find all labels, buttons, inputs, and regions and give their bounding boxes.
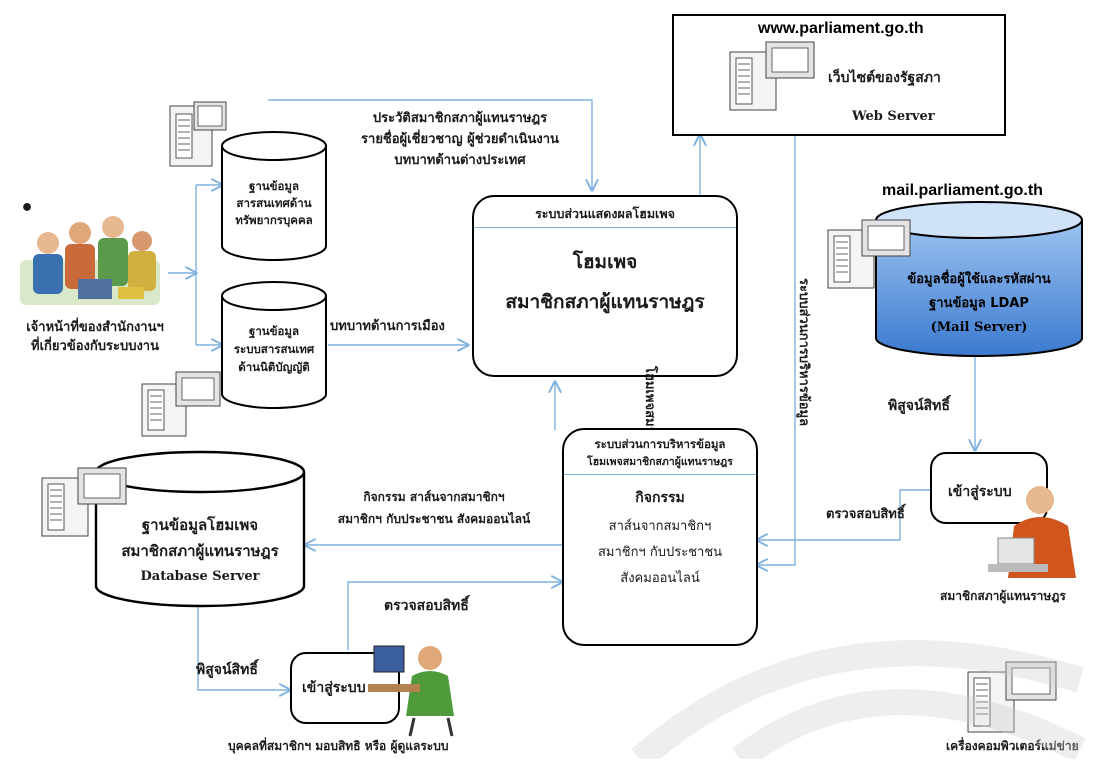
homepage-info-line1: ประวัติสมาชิกสภาผู้แทนราษฎร [372, 111, 548, 126]
politics-role-text: บทบาทด้านการเมือง [330, 319, 445, 334]
auth-right-label: พิสูจน์สิทธิ์ [888, 398, 950, 414]
homepage-info-line2: รายชื่อผู้เชี่ยวชาญ ผู้ช่วยดำเนินงาน [361, 132, 559, 147]
homepage-database-line2: สมาชิกสภาผู้แทนราษฎร [121, 542, 279, 560]
homepage-box-title: โฮมเพจ สมาชิกสภาผู้แทนราษฎร [474, 247, 736, 317]
server-legend-label: เครื่องคอมพิวเตอร์แม่ข่าย [946, 739, 1079, 753]
homepage-database-cylinder [94, 450, 306, 614]
admin-management-box: ระบบส่วนการบริหารข้อมูล โฮมเพจสมาชิกสภาผ… [562, 428, 758, 646]
server-computer-icon [40, 466, 132, 544]
vertical-label-admin: ระบบส่วนการบริหารข้อมูล [796, 278, 811, 427]
login-right-box [930, 452, 1048, 524]
staff-label: เจ้าหน้าที่ของสำนักงานฯ ที่เกี่ยวข้องกับ… [5, 318, 185, 356]
web-server-box [672, 14, 1006, 136]
admin-box-item2: สาส์นจากสมาชิกฯ [608, 519, 712, 534]
verify-left-label: ตรวจสอบสิทธิ์ [384, 598, 469, 614]
staff-bullet: • [20, 196, 35, 221]
ldap-line1: ข้อมูลชื่อผู้ใช้และรหัสผ่าน [907, 272, 1051, 287]
member-figure-illustration [980, 478, 1090, 592]
activity-line2: สมาชิกฯ กับประชาชน สังคมออนไลน์ [337, 512, 531, 526]
admin-box-item3: สมาชิกฯ กับประชาชน [597, 545, 723, 560]
admin-box-item1: กิจกรรม [635, 490, 685, 506]
homepage-display-box: ระบบส่วนแสดงผลโฮมเพจ โฮมเพจ สมาชิกสภาผู้… [472, 195, 738, 377]
database-legislative-line1: ฐานข้อมูล [248, 324, 300, 338]
database-legislative-line3: ด้านนิติบัญญัติ [238, 360, 310, 374]
auth-left-label: พิสูจน์สิทธิ์ [196, 662, 258, 678]
mail-server-url: mail.parliament.go.th [882, 182, 1043, 199]
homepage-box-title1: โฮมเพจ [572, 251, 638, 273]
ldap-database-cylinder [874, 200, 1084, 364]
server-computer-icon [140, 370, 226, 444]
admin-box-header2: โฮมเพจสมาชิกสภาผู้แทนราษฎร [587, 456, 733, 468]
database-hr-label: ฐานข้อมูล สารสนเทศด้าน ทรัพยากรบุคคล [222, 178, 326, 229]
delegate-figure-illustration [364, 638, 460, 742]
server-computer-icon [966, 660, 1062, 740]
homepage-box-title2: สมาชิกสภาผู้แทนราษฎร [505, 291, 705, 313]
admin-box-item4: สังคมออนไลน์ [620, 571, 700, 586]
watermark-globe [620, 560, 1090, 763]
admin-box-divider [564, 474, 756, 475]
homepage-database-line3: Database Server [140, 569, 260, 584]
database-hr-line2: สารสนเทศด้าน [236, 196, 312, 210]
login-left-label: เข้าสู่ระบบ [302, 680, 366, 696]
homepage-database-label: ฐานข้อมูลโฮมเพจ สมาชิกสภาผู้แทนราษฎร Dat… [96, 512, 304, 590]
database-hr-line1: ฐานข้อมูล [248, 179, 300, 193]
homepage-box-header: ระบบส่วนแสดงผลโฮมเพจ [535, 206, 675, 221]
login-right-label: เข้าสู่ระบบ [948, 484, 1012, 500]
staff-group-illustration [18, 205, 166, 310]
server-computer-icon [168, 100, 230, 176]
database-hr-cylinder [220, 130, 328, 266]
ldap-line2: ฐานข้อมูล LDAP [929, 296, 1029, 311]
activity-text: กิจกรรม สาส์นจากสมาชิกฯ สมาชิกฯ กับประชา… [300, 486, 568, 530]
web-server-line1: เว็บไซต์ของรัฐสภา [828, 70, 941, 86]
homepage-info-text: ประวัติสมาชิกสภาผู้แทนราษฎร รายชื่อผู้เช… [330, 108, 590, 171]
ldap-label: ข้อมูลชื่อผู้ใช้และรหัสผ่าน ฐานข้อมูล LD… [876, 268, 1082, 340]
staff-label-line2: ที่เกี่ยวข้องกับระบบงาน [31, 339, 159, 354]
database-legislative-label: ฐานข้อมูล ระบบสารสนเทศ ด้านนิติบัญญัติ [222, 322, 326, 376]
server-computer-icon [728, 40, 820, 118]
delegate-label: บุคคลที่สมาชิกฯ มอบสิทธิ หรือ ผู้ดูแลระบ… [228, 739, 449, 753]
web-server-line2: Web Server [852, 109, 935, 124]
server-computer-icon [826, 218, 914, 296]
ldap-line3: (Mail Server) [930, 320, 1028, 335]
database-legislative-line2: ระบบสารสนเทศ [233, 342, 315, 356]
database-legislative-cylinder [220, 280, 328, 414]
homepage-box-divider [474, 227, 736, 228]
activity-line1: กิจกรรม สาส์นจากสมาชิกฯ [363, 490, 505, 504]
database-hr-line3: ทรัพยากรบุคคล [235, 213, 313, 227]
homepage-info-line3: บทบาทด้านต่างประเทศ [394, 153, 526, 168]
staff-label-line1: เจ้าหน้าที่ของสำนักงานฯ [26, 320, 164, 335]
verify-right-label: ตรวจสอบสิทธิ์ [826, 507, 905, 522]
web-server-url: www.parliament.go.th [758, 20, 924, 37]
homepage-database-line1: ฐานข้อมูลโฮมเพจ [141, 516, 259, 534]
admin-box-header1: ระบบส่วนการบริหารข้อมูล [594, 437, 726, 451]
member-label: สมาชิกสภาผู้แทนราษฎร [940, 589, 1066, 603]
